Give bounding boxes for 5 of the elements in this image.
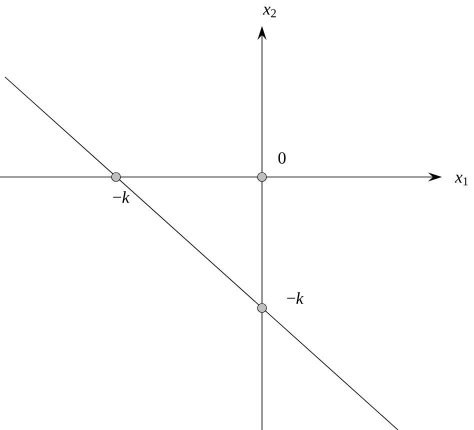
axis-label: x$_{2}$ <box>262 6 276 18</box>
axis-label: −k <box>287 292 304 304</box>
axis-label: −k <box>113 191 130 203</box>
axis-label: x$_{1}$ <box>454 174 468 186</box>
axis-label: 0 <box>278 152 286 164</box>
